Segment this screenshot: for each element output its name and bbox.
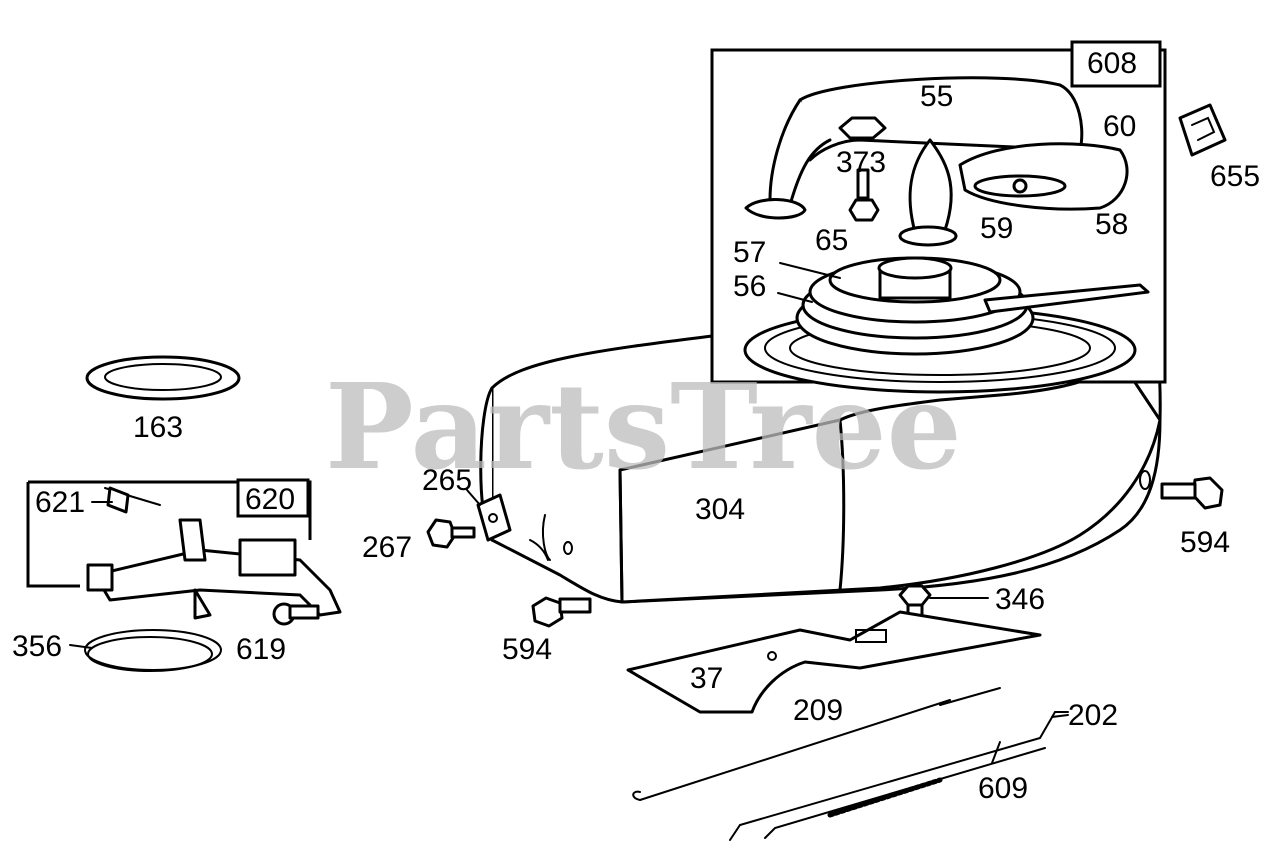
governor-link-part[interactable] bbox=[632, 687, 1001, 801]
spring-link-part[interactable] bbox=[729, 711, 1069, 841]
leader-lines bbox=[69, 262, 1069, 764]
label-65[interactable]: 65 bbox=[815, 224, 848, 257]
label-373[interactable]: 373 bbox=[836, 146, 886, 179]
rewind-starter-assembly[interactable] bbox=[710, 40, 1167, 394]
part-labels: 608 55 60 373 655 59 58 65 57 56 163 621… bbox=[12, 47, 1260, 805]
clamp-part[interactable] bbox=[476, 493, 512, 542]
label-265[interactable]: 265 bbox=[422, 464, 472, 497]
bolt-part-594-left[interactable] bbox=[531, 596, 592, 628]
label-57[interactable]: 57 bbox=[733, 236, 766, 269]
label-655[interactable]: 655 bbox=[1210, 160, 1260, 193]
air-baffle-part[interactable] bbox=[626, 610, 1042, 714]
label-60[interactable]: 60 bbox=[1103, 110, 1136, 143]
label-59[interactable]: 59 bbox=[980, 212, 1013, 245]
label-594-left[interactable]: 594 bbox=[502, 633, 552, 666]
control-bracket-assembly[interactable] bbox=[26, 478, 342, 620]
label-56[interactable]: 56 bbox=[733, 270, 766, 303]
label-608[interactable]: 608 bbox=[1087, 47, 1137, 80]
watermark-text: PartsTree bbox=[325, 357, 962, 496]
label-621[interactable]: 621 bbox=[35, 486, 85, 519]
label-304[interactable]: 304 bbox=[695, 493, 745, 526]
label-55[interactable]: 55 bbox=[920, 80, 953, 113]
label-163[interactable]: 163 bbox=[133, 411, 183, 444]
screw-part-267[interactable] bbox=[426, 518, 476, 549]
clip-part[interactable] bbox=[1178, 103, 1227, 157]
bolt-part-594-right[interactable] bbox=[1160, 476, 1224, 510]
label-209[interactable]: 209 bbox=[793, 694, 843, 727]
label-202[interactable]: 202 bbox=[1068, 699, 1118, 732]
ring-part[interactable] bbox=[85, 355, 241, 401]
label-267[interactable]: 267 bbox=[362, 531, 412, 564]
label-356[interactable]: 356 bbox=[12, 630, 62, 663]
spring-ring-part[interactable] bbox=[84, 629, 222, 672]
label-619[interactable]: 619 bbox=[236, 633, 286, 666]
label-594-right[interactable]: 594 bbox=[1180, 526, 1230, 559]
label-620[interactable]: 620 bbox=[245, 483, 295, 516]
label-346[interactable]: 346 bbox=[995, 583, 1045, 616]
screw-part-619[interactable] bbox=[272, 602, 320, 626]
label-58[interactable]: 58 bbox=[1095, 208, 1128, 241]
label-609[interactable]: 609 bbox=[978, 772, 1028, 805]
label-37[interactable]: 37 bbox=[690, 662, 723, 695]
